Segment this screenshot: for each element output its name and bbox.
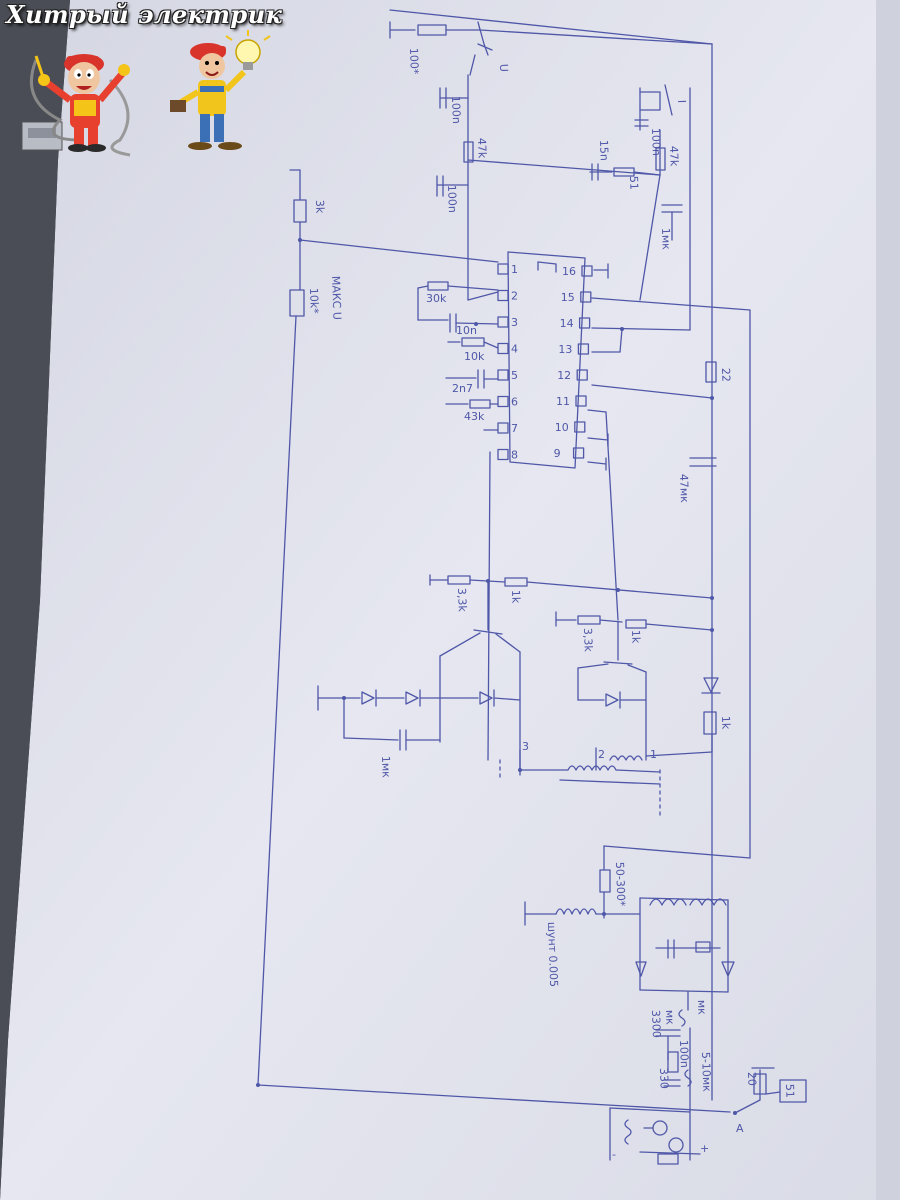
ic-pin-label-right: 16	[562, 265, 576, 278]
ic-pin-box-left	[497, 289, 509, 302]
left-rail	[256, 169, 731, 1113]
ic-pin-label-left: 6	[511, 396, 518, 409]
label-c-mk: мк	[663, 1010, 677, 1026]
label-c-100n-right: 100n	[649, 128, 663, 156]
ic-pin-box-left	[497, 395, 509, 408]
ic-pins-left: 1 2 3 4 5 6 7 8	[497, 263, 518, 462]
label-r-30k: 30k	[426, 292, 447, 305]
ic-pin-label-left: 4	[511, 343, 518, 356]
ic-pin-label-right: 10	[555, 421, 569, 434]
ic-pin-label-left: 3	[511, 316, 518, 329]
label-plus: +	[700, 1142, 709, 1155]
electrician-cartoon-with-lamp	[170, 30, 271, 150]
label-r-51-b: 51	[783, 1084, 796, 1098]
output-section	[524, 869, 807, 1165]
ic-pin-label-left: 1	[511, 263, 518, 276]
label-r-47k-right: 47k	[667, 146, 681, 167]
paper-right-edge	[876, 0, 900, 1200]
current-set-section	[589, 84, 691, 331]
label-c-10n: 10n	[456, 324, 477, 337]
label-c-top1: 100n	[449, 96, 463, 124]
label-t-2: 2	[598, 748, 605, 761]
ic-pin-box-left	[497, 316, 509, 328]
label-r-mk: мк	[695, 1000, 709, 1016]
label-r-50-300: 50-300*	[613, 862, 628, 907]
ic-pins-right: 16 15 14 13 12 11 10 9	[554, 265, 593, 460]
label-c-100n-b: 100n	[677, 1040, 691, 1068]
transistor-stage-right	[555, 611, 714, 761]
label-c-1mk: 1мк	[659, 228, 673, 251]
label-t-1: 1	[650, 748, 657, 761]
ic-pin-box-right	[574, 421, 586, 433]
label-r-1k-c: 1k	[719, 716, 732, 730]
label-minus: -	[612, 1148, 616, 1161]
label-r-51: 51	[627, 176, 640, 190]
label-r-5-10: 5-10мк	[699, 1052, 713, 1093]
label-r-1k-a: 1k	[509, 590, 522, 604]
label-r-10k: 10k	[464, 350, 485, 363]
label-u: U	[497, 64, 510, 73]
ic-pin-label-left: 5	[511, 369, 518, 382]
label-c-3300: 3300	[649, 1010, 663, 1038]
label-c-1mk-b: 1мк	[379, 756, 393, 779]
ic-pin-label-left: 7	[511, 422, 518, 435]
label-r-3k: 3k	[313, 200, 326, 214]
site-watermark-title: Хитрый электрик	[6, 0, 283, 29]
ic-left-components	[417, 281, 499, 761]
ic-pin-label-right: 13	[558, 343, 572, 356]
ic-pin-label-right: 14	[560, 317, 574, 330]
ic-pin-label-left: 8	[511, 449, 518, 462]
label-r-top: 100*	[407, 48, 421, 75]
ic-pin-box-right	[572, 447, 585, 459]
ic-pin-box-left	[497, 422, 509, 434]
ic-pin-box-right	[575, 395, 587, 407]
label-r-1k-b: 1k	[629, 630, 642, 644]
ic-pin-label-right: 12	[557, 369, 571, 382]
label-c-47mk: 47мк	[677, 474, 691, 504]
transistor-stage-left	[317, 574, 714, 771]
label-r-20: 20	[745, 1072, 758, 1086]
label-shunt: шунт 0.005	[545, 922, 560, 988]
paper-shadow	[0, 0, 70, 1200]
label-t-3: 3	[522, 740, 529, 753]
ic-pin-label-left: 2	[511, 290, 518, 303]
ic-pin-box-left	[497, 369, 509, 381]
label-c-330: 330	[657, 1068, 671, 1089]
label-r-47k-left: 47k	[475, 138, 489, 159]
electrician-cartoon-with-cable	[21, 54, 131, 157]
ic-pin-label-right: 9	[554, 447, 561, 460]
ic-pin-box-right	[578, 317, 591, 329]
right-rail-parts	[645, 677, 721, 757]
label-node-a: A	[736, 1122, 744, 1135]
label-c-top2: 100n	[445, 185, 459, 213]
transformer	[499, 747, 661, 816]
label-max-u: МАКС U	[329, 276, 344, 320]
label-r-33k-a: 3,3k	[455, 588, 469, 613]
ic-pin-box-right	[581, 265, 593, 277]
label-r-22: 22	[719, 368, 732, 382]
schematic-labels: 100* U 100n 47k 100n 15n 51 100n 47k I 1…	[307, 48, 796, 1161]
label-c-15n: 15n	[597, 140, 611, 161]
ic-pin-box-right	[580, 291, 592, 303]
ic-pin-box-right	[576, 369, 588, 381]
ic-pin-label-right: 11	[556, 395, 570, 408]
top-pot-section	[389, 9, 713, 1101]
ic-right-wiring	[587, 263, 751, 871]
ic-pin-box-left	[497, 448, 509, 461]
label-r-33k-b: 3,3k	[581, 628, 595, 653]
ic-pin-box-left	[497, 263, 509, 275]
ic-pin-label-right: 15	[561, 291, 575, 304]
label-r-10k-max: 10k*	[307, 288, 321, 315]
label-c-2n7: 2n7	[452, 382, 473, 395]
label-r-43k: 43k	[464, 410, 485, 423]
ic-pin-box-right	[577, 343, 590, 355]
top-cap-chain	[436, 74, 661, 301]
label-i: I	[675, 100, 688, 104]
